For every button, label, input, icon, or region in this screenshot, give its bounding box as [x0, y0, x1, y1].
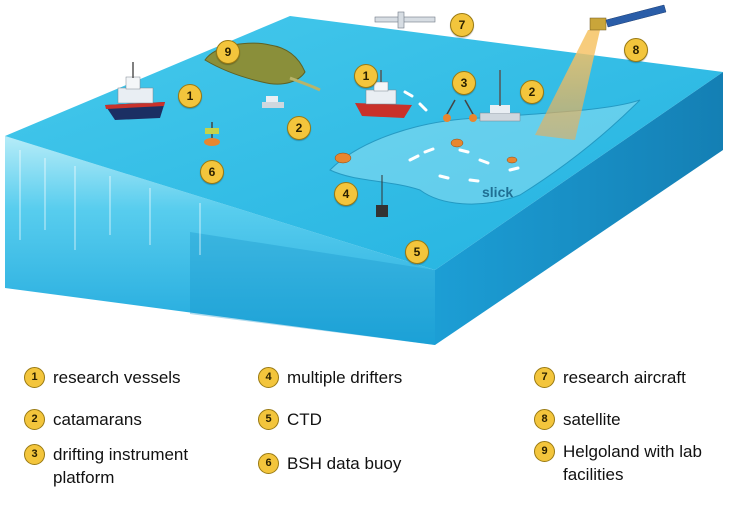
drifting-platform — [443, 99, 477, 122]
marker-7-aircraft: 7 — [450, 13, 474, 37]
marker-3-drifting-platform: 3 — [452, 71, 476, 95]
catamaran-right — [479, 70, 521, 122]
legend-number-5: 5 — [258, 409, 279, 430]
marker-1-research-vessel-center: 1 — [354, 64, 378, 88]
legend-number-4: 4 — [258, 367, 279, 388]
marker-5-ctd: 5 — [405, 240, 429, 264]
legend-number-3: 3 — [24, 444, 45, 465]
marker-6-bsh-buoy: 6 — [200, 160, 224, 184]
legend-number-1: 1 — [24, 367, 45, 388]
bsh-data-buoy — [204, 122, 220, 146]
surface-streaks — [19, 150, 201, 255]
legend-label-multiple-drifters: multiple drifters — [287, 368, 403, 387]
legend-label-bsh-data-buoy: BSH data buoy — [287, 454, 402, 473]
research-vessel-center — [355, 70, 412, 118]
legend-item-multiple-drifters: 4 multiple drifters — [258, 366, 478, 389]
satellite — [589, 4, 667, 31]
ocean-scene: slick — [5, 4, 723, 345]
legend-number-7: 7 — [534, 367, 555, 388]
research-vessel-left — [105, 62, 165, 120]
marker-8-satellite: 8 — [624, 38, 648, 62]
legend-item-helgoland: 9 Helgoland with lab facilities — [534, 440, 704, 486]
legend-label-helgoland: Helgoland with lab facilities — [563, 442, 702, 484]
subsurface-shade — [190, 232, 435, 345]
legend-label-research-aircraft: research aircraft — [563, 368, 686, 387]
helgoland-dune — [289, 76, 321, 92]
marker-1-research-vessel-left: 1 — [178, 84, 202, 108]
legend-label-research-vessels: research vessels — [53, 368, 181, 387]
satellite-beam — [535, 30, 600, 140]
ocean-top-face — [5, 16, 723, 270]
legend-item-research-aircraft: 7 research aircraft — [534, 366, 724, 389]
drifters — [334, 138, 518, 164]
legend-number-8: 8 — [534, 409, 555, 430]
legend-label-ctd: CTD — [287, 410, 322, 429]
legend-item-catamarans: 2 catamarans — [24, 408, 244, 431]
marker-4-drifters: 4 — [334, 182, 358, 206]
legend-label-satellite: satellite — [563, 410, 621, 429]
legend-number-9: 9 — [534, 441, 555, 462]
marker-9-helgoland: 9 — [216, 40, 240, 64]
legend-item-bsh-data-buoy: 6 BSH data buoy — [258, 452, 478, 475]
legend-number-2: 2 — [24, 409, 45, 430]
legend-item-drifting-instrument-platform: 3 drifting instrument platform — [24, 443, 229, 489]
marker-2-catamaran-left: 2 — [287, 116, 311, 140]
legend-number-6: 6 — [258, 453, 279, 474]
legend-item-research-vessels: 1 research vessels — [24, 366, 244, 389]
marker-2-catamaran-right: 2 — [520, 80, 544, 104]
ocean-right-face — [435, 72, 723, 345]
catamaran-left — [262, 96, 284, 108]
legend-item-ctd: 5 CTD — [258, 408, 478, 431]
slick-label: slick — [482, 184, 513, 200]
legend-label-drifting-instrument-platform: drifting instrument platform — [53, 445, 189, 487]
ctd-instrument — [376, 175, 388, 217]
research-aircraft — [374, 11, 436, 29]
slick-dashes — [403, 90, 520, 183]
legend-item-satellite: 8 satellite — [534, 408, 724, 431]
ocean-front-face — [5, 136, 435, 345]
legend-label-catamarans: catamarans — [53, 410, 142, 429]
